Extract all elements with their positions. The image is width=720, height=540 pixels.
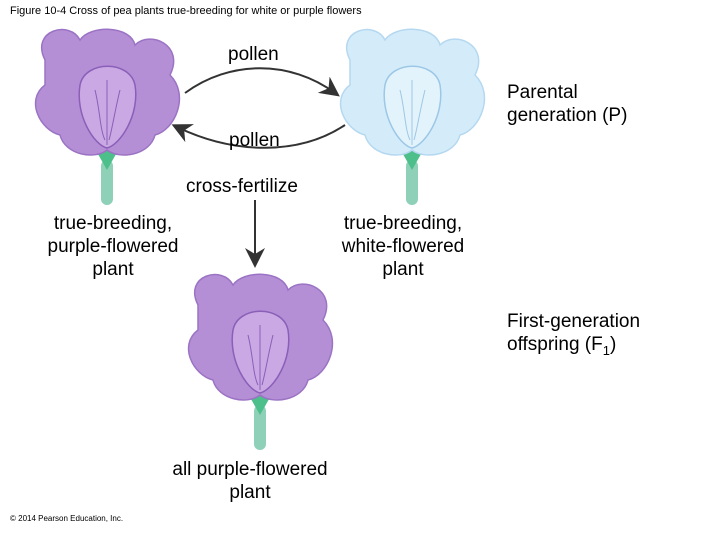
copyright-notice: © 2014 Pearson Education, Inc. (10, 514, 123, 523)
purple-parent-label: true-breeding, purple-flowered plant (18, 212, 208, 281)
f1-generation-label: First-generation offspring (F1) (507, 310, 640, 362)
pollen-label-top: pollen (228, 43, 279, 66)
parental-generation-label: Parental generation (P) (507, 81, 627, 127)
white-parent-flower (341, 29, 485, 205)
white-parent-label: true-breeding, white-flowered plant (318, 212, 488, 281)
offspring-label: all purple-flowered plant (145, 458, 355, 504)
cross-fertilize-label: cross-fertilize (186, 175, 298, 198)
offspring-flower (189, 274, 333, 450)
pollen-arrow-top (185, 68, 335, 93)
pollen-label-bottom: pollen (229, 129, 280, 152)
purple-parent-flower (36, 29, 180, 205)
